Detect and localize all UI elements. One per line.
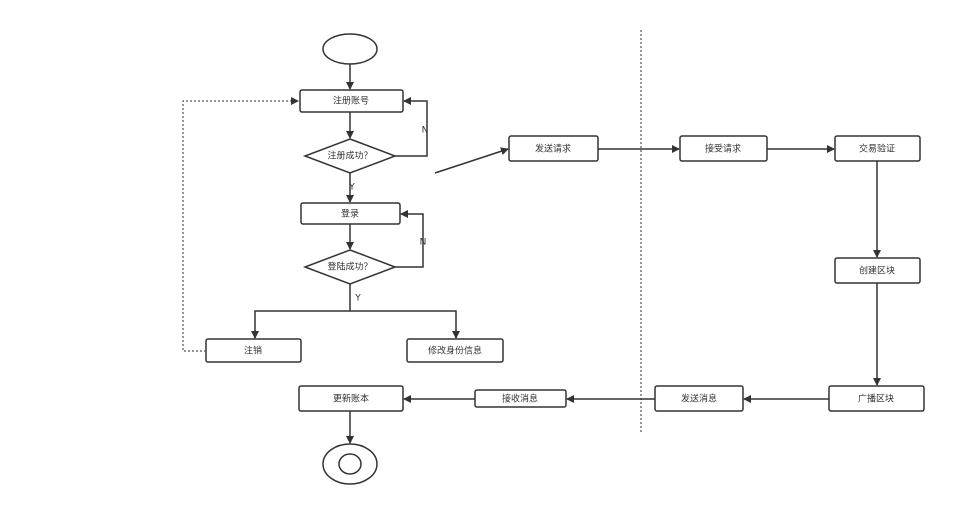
edge-label-y: Y	[348, 183, 355, 193]
decision-login-ok: 登陆成功？	[302, 249, 398, 285]
node-register: 注册账号	[299, 89, 404, 113]
node-logout: 注销	[205, 338, 302, 363]
edge-label-y: Y	[354, 294, 361, 304]
decision-register-ok-label: 注册成功？	[327, 150, 372, 162]
node-verify-tx-label: 交易验证	[859, 143, 895, 155]
node-edit-identity-label: 修改身份信息	[428, 345, 482, 357]
edge-label-n: N	[422, 126, 429, 136]
end-node	[322, 443, 378, 485]
node-create-block: 创建区块	[834, 257, 921, 284]
node-verify-tx: 交易验证	[834, 135, 921, 162]
start-node	[322, 33, 378, 65]
node-broadcast-block: 广播区块	[828, 385, 925, 412]
node-accept-request-label: 接受请求	[705, 143, 741, 155]
edge-no	[395, 210, 424, 268]
edge	[434, 147, 509, 174]
edge-label-n: N	[420, 238, 427, 248]
node-send-message: 发送消息	[654, 385, 744, 412]
node-receive-message: 接收消息	[474, 389, 567, 408]
node-register-label: 注册账号	[333, 95, 369, 107]
decision-register-ok: 注册成功？	[302, 138, 398, 174]
node-login-label: 登录	[341, 209, 359, 220]
node-send-message-label: 发送消息	[681, 393, 717, 405]
edge	[254, 310, 457, 338]
node-accept-request: 接受请求	[679, 135, 768, 162]
node-create-block-label: 创建区块	[859, 265, 895, 277]
node-update-ledger-label: 更新账本	[333, 393, 369, 405]
node-send-request-label: 发送请求	[535, 143, 571, 155]
node-update-ledger: 更新账本	[298, 385, 404, 412]
node-send-request: 发送请求	[508, 135, 599, 162]
node-login: 登录	[300, 202, 401, 225]
node-edit-identity: 修改身份信息	[406, 338, 504, 363]
node-broadcast-block-label: 广播区块	[858, 393, 894, 405]
node-logout-label: 注销	[244, 345, 262, 357]
edge-no	[395, 97, 428, 157]
edge-dotted	[182, 97, 299, 352]
decision-login-ok-label: 登陆成功？	[327, 261, 372, 273]
node-receive-message-label: 接收消息	[502, 393, 538, 405]
